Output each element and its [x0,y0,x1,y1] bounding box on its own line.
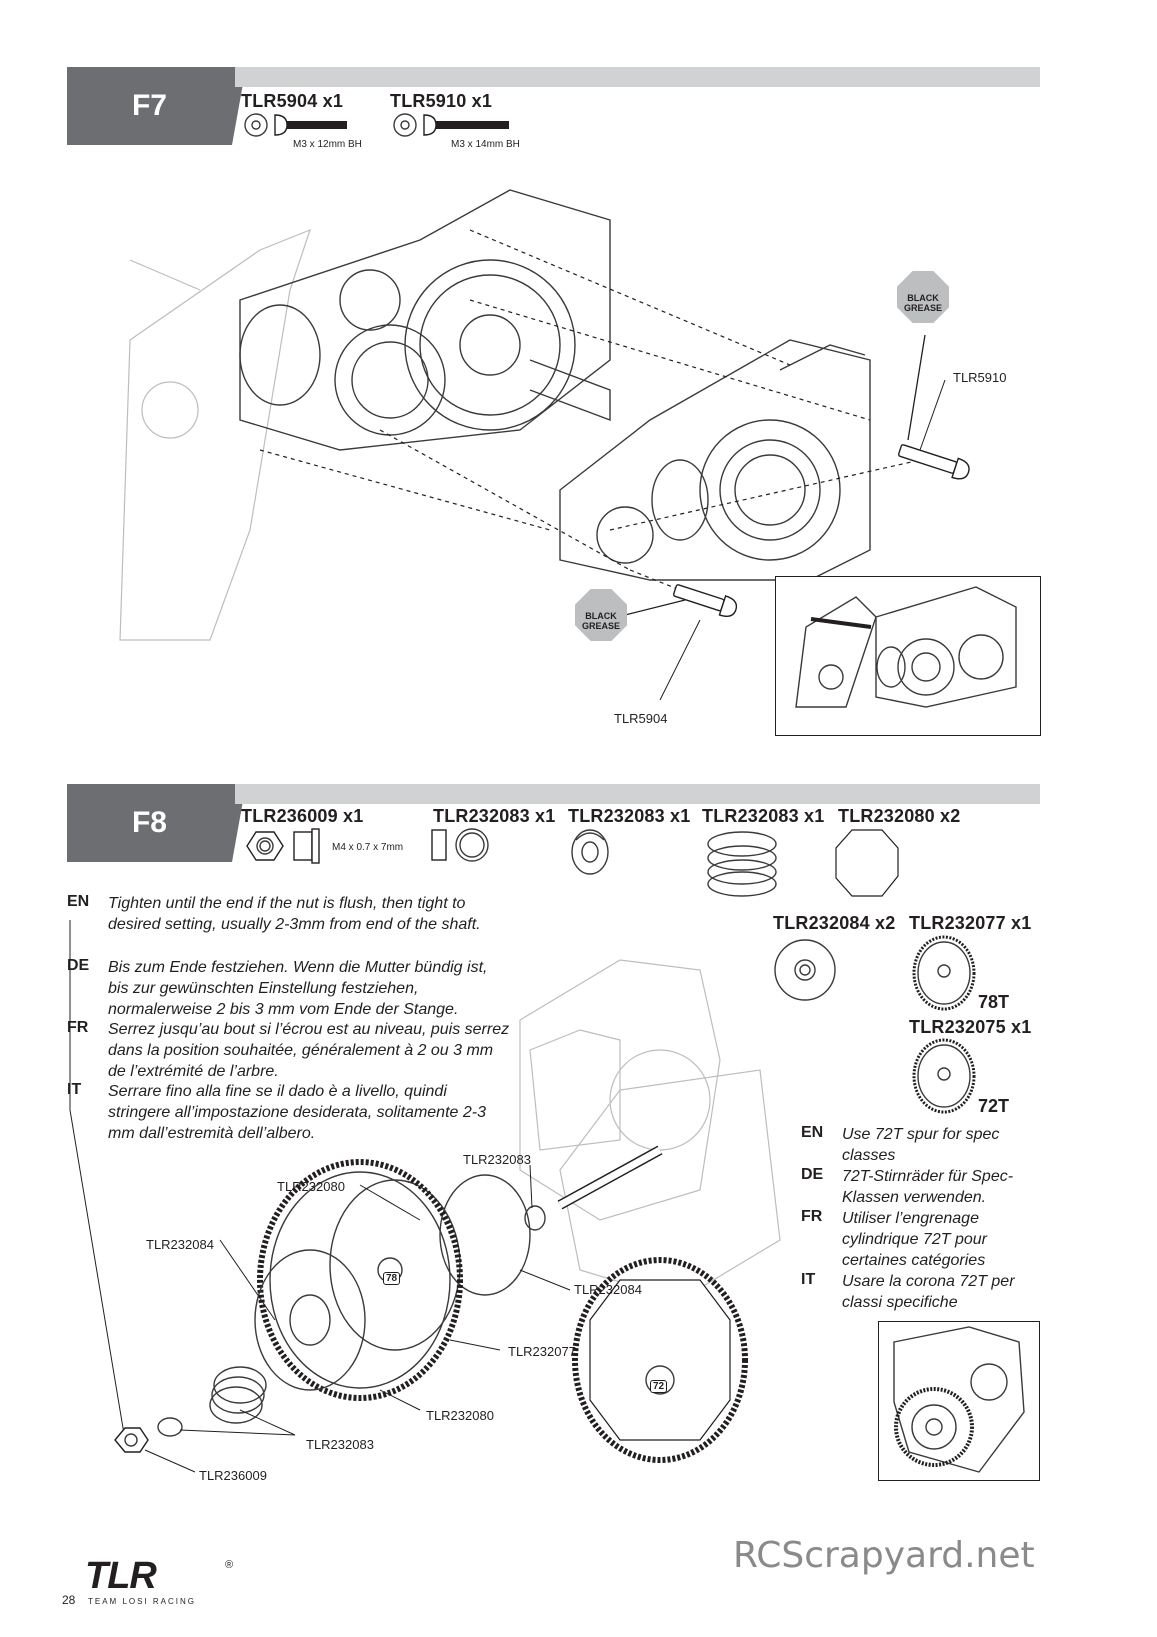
registered-mark: ® [225,1559,233,1571]
grease-badge-text-1: BLACK [585,611,617,621]
f7-part-1: TLR5904 x1 [241,91,344,111]
f7-screw-12mm-icon [244,113,347,137]
instruction-text-fr: Serrez jusqu’au bout si l’écrou est au n… [108,1021,510,1080]
instruction-text-de: Bis zum Ende festziehen. Wenn die Mutter… [108,959,488,1018]
spur-78t-teeth-label: 78T [978,992,1010,1012]
f8-callout-tlr232084-right: TLR232084 [574,1282,642,1297]
spec-text-it: Usare la corona 72T per classi specifich… [842,1273,1015,1311]
f7-gearbox-illustration [119,189,970,701]
step-f7-bar [235,67,1040,87]
f8-part-washer: TLR232083 x1 [568,806,691,826]
grease-badge-text-2: GREASE [581,621,620,631]
f8-part-pad: TLR232080 x2 [838,806,961,826]
f7-inset-view [775,576,1041,736]
step-f7-label: F7 [131,89,167,122]
spur-gear-72t-icon [912,1038,976,1114]
f8-callout-tlr232083-top: TLR232083 [463,1152,531,1167]
f7-grease-badge-top: BLACK GREASE [897,271,949,323]
instruction-lang-de: DE [67,957,90,974]
f8-callout-tlr232080-bottom: TLR232080 [426,1408,494,1423]
instruction-text-en: Tighten until the end if the nut is flus… [108,895,481,933]
f8-part-plate: TLR232084 x2 [773,913,896,933]
page-number: 28 [62,1593,76,1607]
spur-gear-78t-icon [912,935,976,1011]
tlr-logo: TLR ® [85,1555,233,1598]
f7-callout-tlr5904: TLR5904 [614,711,668,726]
f8-part-spring: TLR232083 x1 [702,806,825,826]
spec-text-de: 72T-Stirnräder für Spec-Klassen verwende… [842,1168,1014,1206]
f8-part-bushing: TLR232083 x1 [433,806,556,826]
step-f7-badge: F7 [67,67,246,145]
f8-callout-tlr232084-left: TLR232084 [146,1237,214,1252]
washer-icon [571,829,609,875]
f8-slipper-clutch-illustration [69,920,781,1473]
watermark: RCScrapyard.net [733,1535,1035,1576]
f8-callout-tlr232077: TLR232077 [508,1344,576,1359]
spec-lang-en: EN [801,1124,824,1141]
f7-part-1-spec: M3 x 12mm BH [293,139,362,150]
f8-part-nut: TLR236009 x1 [241,806,364,826]
f8-callout-tlr236009: TLR236009 [199,1468,267,1483]
gear-mark-78: 78 [383,1272,401,1285]
f7-part-2-spec: M3 x 14mm BH [451,139,520,150]
f8-part-spur-72: TLR232075 x1 [909,1017,1032,1037]
f7-grease-badge-bottom: BLACK GREASE [575,589,627,641]
f8-nut-spec: M4 x 0.7 x 7mm [332,842,404,853]
f8-callout-tlr232083-bottom: TLR232083 [306,1437,374,1452]
step-f8-label: F8 [131,806,167,839]
f8-callout-tlr232080-top: TLR232080 [277,1179,345,1194]
spec-lang-fr: FR [801,1208,823,1225]
f8-inset-illustration [893,1326,1025,1473]
instruction-lang-en: EN [67,893,90,910]
f8-inset-view [878,1321,1040,1481]
tlr-logo-text: TLR [85,1555,157,1597]
bushing-icon [431,828,489,862]
f7-screw-14mm-icon [393,113,509,137]
gear-mark-72: 72 [650,1380,668,1393]
spec-lang-de: DE [801,1166,824,1183]
spur-72t-teeth-label: 72T [978,1096,1010,1116]
spec-text-en: Use 72T spur for spec classes [842,1126,1000,1164]
instruction-text-it: Serrare fino alla fine se il dado è a li… [108,1083,486,1142]
spec-text-fr: Utiliser l’engrenage cylindrique 72T pou… [842,1210,987,1269]
step-f8-badge: F8 [67,784,246,862]
f7-part-2: TLR5910 x1 [390,91,493,111]
f7-callout-tlr5910: TLR5910 [953,370,1007,385]
grease-badge-text-1: BLACK [907,293,939,303]
spec-lang-it: IT [801,1271,816,1288]
step-f8-bar [235,784,1040,804]
slipper-pad-icon [835,829,899,897]
nut-icon [246,828,320,864]
f8-part-spur-78: TLR232077 x1 [909,913,1032,933]
tlr-logo-subtitle: TEAM LOSI RACING [88,1597,197,1606]
instruction-lang-fr: FR [67,1019,89,1036]
grease-badge-text-2: GREASE [903,303,942,313]
f7-inset-illustration [795,586,1017,708]
slipper-plate-icon [774,939,836,1001]
spring-icon [707,831,777,897]
instruction-lang-it: IT [67,1081,82,1098]
